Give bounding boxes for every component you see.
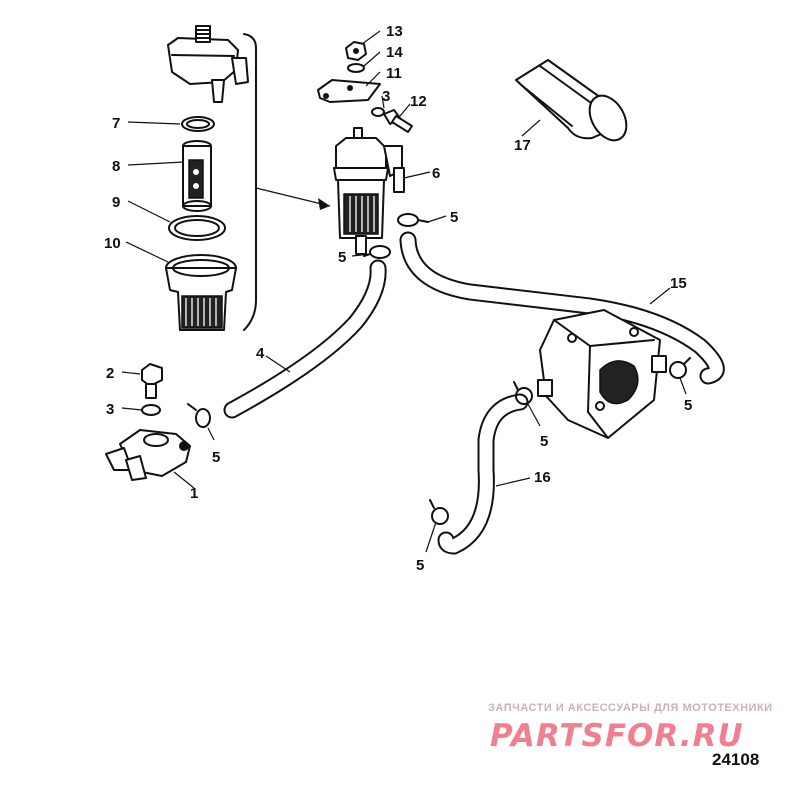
callout-16: 16 — [534, 469, 551, 486]
callout-5-top-right: 5 — [450, 209, 458, 226]
fuel-pump — [537, 309, 667, 439]
screw-2 — [141, 363, 163, 399]
callout-14: 14 — [386, 44, 403, 61]
filter-head-exploded — [167, 25, 249, 103]
watermark-tagline: ЗАПЧАСТИ И АКСЕССУАРЫ ДЛЯ МОТОТЕХНИКИ — [488, 702, 773, 714]
sta-strap-5-connector — [187, 403, 211, 428]
fuel-connector-1 — [105, 429, 191, 481]
callout-12: 12 — [410, 93, 427, 110]
washer-3-top — [371, 107, 385, 117]
drawing-number: 24108 — [712, 750, 760, 769]
callout-5-connector: 5 — [212, 449, 220, 466]
exploded-view-bracket — [243, 33, 257, 331]
callout-5-hose16-end: 5 — [416, 557, 424, 574]
callout-13: 13 — [386, 23, 403, 40]
callout-3-bottom: 3 — [106, 401, 114, 418]
fuel-filter-6 — [333, 127, 405, 255]
filter-element-8 — [182, 140, 212, 212]
callout-1: 1 — [190, 485, 198, 502]
hose-sleeve-17 — [515, 59, 628, 142]
screw-12 — [383, 109, 413, 133]
exploded-view-arrow — [255, 187, 331, 207]
callout-5-pump-left: 5 — [540, 433, 548, 450]
callout-5-pump-right: 5 — [684, 397, 692, 414]
callout-3-top: 3 — [382, 88, 390, 105]
sta-strap-5-pump-left — [513, 381, 533, 405]
lockwasher-14 — [347, 63, 365, 73]
sta-strap-5-hose4-top — [363, 245, 391, 259]
callout-10: 10 — [104, 235, 121, 252]
callout-4: 4 — [256, 345, 265, 362]
callout-5-top-left: 5 — [338, 249, 346, 266]
callout-9: 9 — [112, 194, 120, 211]
washer-3-bottom — [141, 404, 161, 416]
callout-6: 6 — [432, 165, 440, 182]
fuel-hose-4 — [223, 259, 387, 419]
callout-7: 7 — [112, 115, 120, 132]
gasket-9 — [168, 215, 226, 241]
callout-15: 15 — [670, 275, 687, 292]
sta-strap-5-hose16-end — [429, 499, 449, 525]
leader-lines — [121, 30, 687, 553]
exploded-view-arrowhead — [318, 198, 330, 210]
o-ring-7 — [181, 116, 215, 132]
sta-strap-5-pump-right — [669, 357, 691, 379]
callout-17: 17 — [514, 137, 531, 154]
filter-bowl-10 — [165, 254, 237, 331]
sta-strap-5-hose15-top — [397, 213, 429, 227]
bracket-11 — [317, 79, 381, 103]
watermark-site: PARTSFOR.RU — [490, 718, 744, 754]
callout-8: 8 — [112, 158, 120, 175]
nut-13 — [345, 41, 367, 61]
callout-2: 2 — [106, 365, 114, 382]
callout-11: 11 — [386, 65, 402, 82]
